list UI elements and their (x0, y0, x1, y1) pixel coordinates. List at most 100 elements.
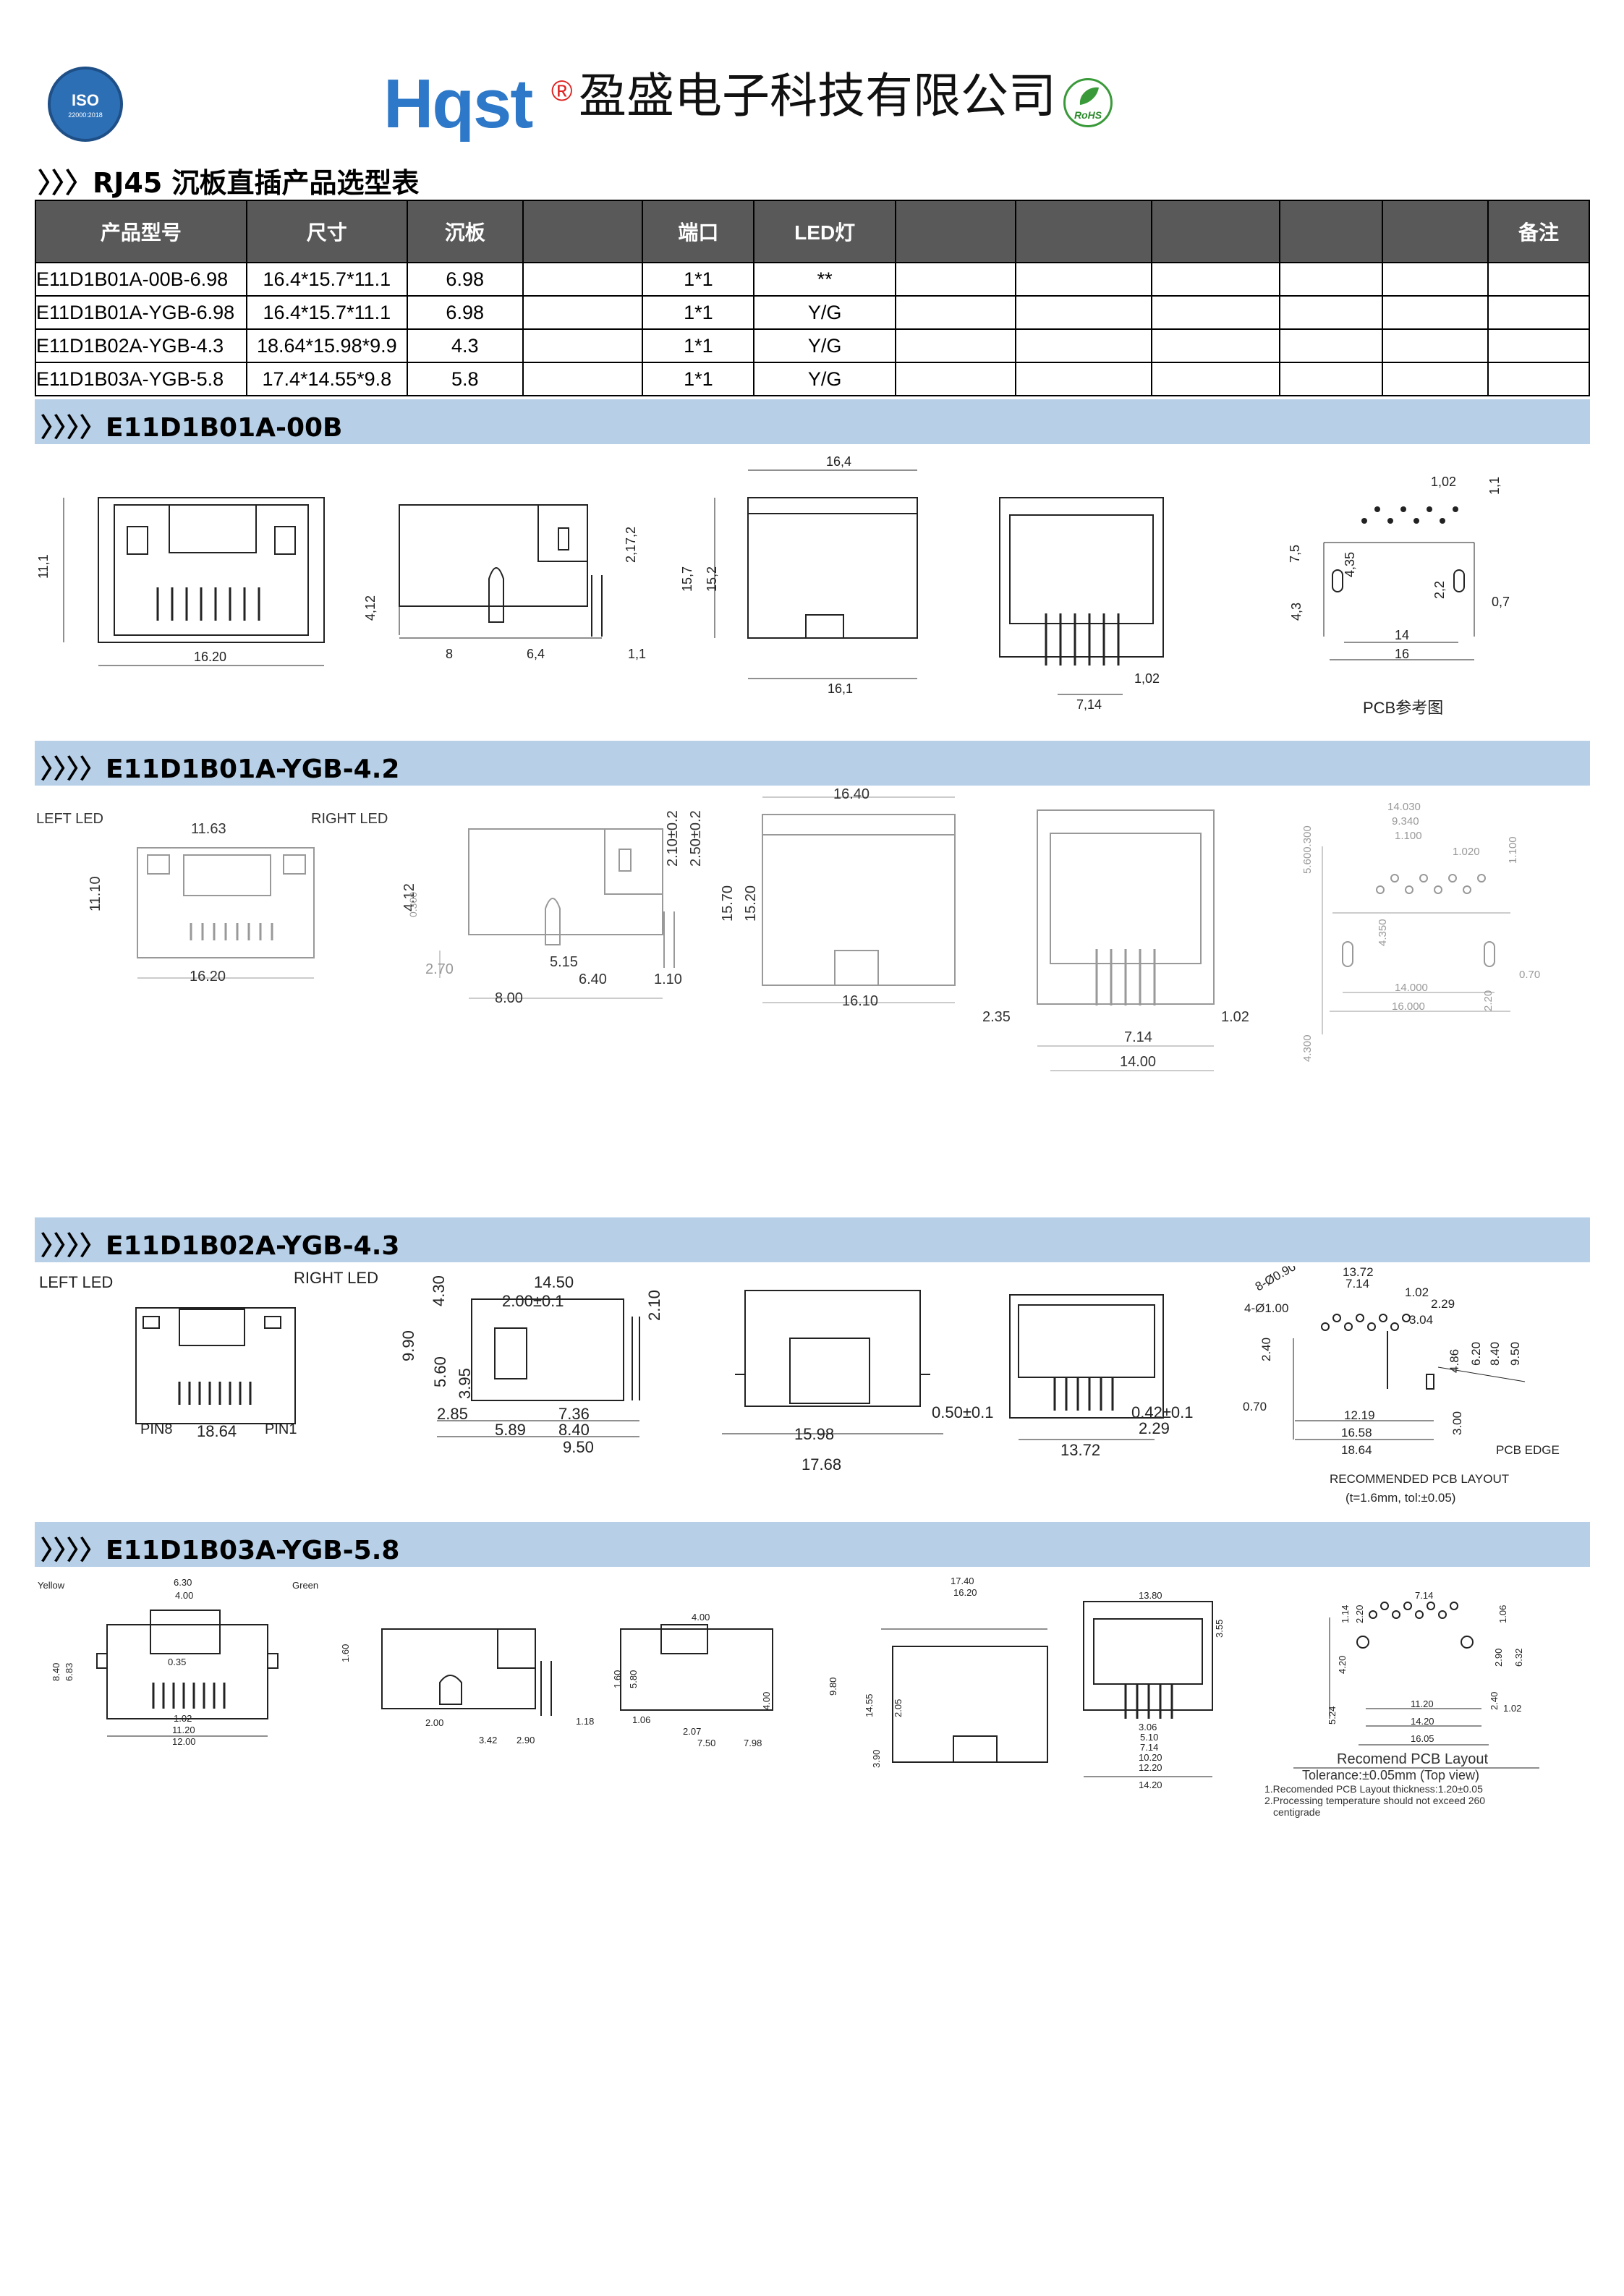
dim-label: 3.55 (1214, 1620, 1225, 1638)
dim-label: 1,02 (1134, 671, 1160, 686)
left-led-label: LEFT LED (39, 1273, 113, 1291)
table-cell: E11D1B01A-00B-6.98 (35, 262, 247, 297)
dim-label: 14.030 (1387, 801, 1421, 813)
dim-label: 2.85 (437, 1405, 468, 1423)
pcb-reference-label: PCB参考图 (1363, 699, 1443, 717)
dim-label: 2,2 (1432, 581, 1447, 599)
company-name: 盈盛电子科技有限公司 (579, 68, 1056, 124)
dim-label: 12.00 (172, 1736, 196, 1747)
dim-label: 5.60 (431, 1356, 449, 1387)
dim-label: 2.10±0.2 (665, 810, 681, 867)
dim-label: 12.20 (1139, 1762, 1162, 1773)
dim-label: 7.14 (1345, 1277, 1369, 1291)
table-cell: 1*1 (642, 295, 755, 330)
table-cell: Y/G (753, 328, 897, 363)
dim-label: 2.10 (645, 1290, 663, 1321)
dim-label: 1,1 (628, 647, 646, 661)
dim-label: 18.64 (1341, 1443, 1372, 1457)
pcb-note: 2.Processing temperature should not exce… (1264, 1795, 1485, 1806)
col-header: 尺寸 (245, 200, 408, 263)
table-cell: 16.4*15.7*11.1 (245, 262, 408, 297)
dim-label: 9.80 (828, 1678, 838, 1696)
section2-drawings: LEFT LED RIGHT LED 11.63 11.10 16.20 4.1… (36, 788, 1540, 1071)
dim-label: 2.07 (683, 1726, 701, 1737)
section-header: 〉〉〉〉E11D1B01A-00B (35, 399, 1590, 444)
dim-label: 4,12 (363, 595, 378, 621)
table-cell (1382, 362, 1489, 396)
left-led-label: LEFT LED (36, 811, 103, 827)
leaf-icon (1079, 87, 1099, 105)
dim-label: 5.600.300 (1301, 825, 1314, 874)
table-cell (522, 328, 644, 363)
dim-label: 11.20 (1411, 1698, 1434, 1709)
dim-label: 15,2 (705, 566, 719, 592)
dim-label: 4.300 (1301, 1034, 1314, 1062)
table-cell: 4.3 (406, 328, 524, 363)
table-cell: 17.4*14.55*9.8 (245, 362, 408, 396)
dim-label: 16.05 (1411, 1733, 1434, 1744)
dim-label: 16 (1395, 647, 1409, 661)
col-header (1279, 200, 1384, 263)
table-cell: 5.8 (406, 362, 524, 396)
dim-label: 16.58 (1341, 1426, 1372, 1440)
dim-label: 5.89 (495, 1421, 526, 1439)
dim-label: 1.18 (576, 1716, 594, 1727)
dim-label: 8 (446, 647, 453, 661)
dim-label: 4,3 (1289, 603, 1304, 621)
dim-label: 0,7 (1492, 595, 1510, 609)
dim-label: 7.50 (697, 1738, 715, 1748)
dim-label: 5.24 (1327, 1706, 1338, 1725)
pcb-edge-label: PCB EDGE (1496, 1443, 1560, 1457)
dim-label: 15,7 (680, 566, 694, 592)
table-cell (1279, 362, 1384, 396)
dim-label: 11,1 (36, 554, 51, 579)
dim-label: 2.90 (516, 1735, 535, 1746)
dim-label: 2.40 (1489, 1692, 1500, 1710)
dim-label: 1.02 (174, 1713, 192, 1724)
dim-label: 16,1 (828, 681, 853, 696)
dim-label: 7.14 (1124, 1029, 1152, 1045)
dim-label: 1.02 (1503, 1703, 1521, 1714)
dim-label: 0.35 (168, 1657, 186, 1667)
col-header: 沉板 (406, 200, 524, 263)
section-header: 〉〉〉〉E11D1B01A-YGB-4.2 (35, 741, 1590, 786)
dim-label: 7.36 (558, 1405, 590, 1423)
section-header: 〉〉〉〉E11D1B03A-YGB-5.8 (35, 1522, 1590, 1567)
dim-label: 9.50 (1508, 1342, 1522, 1366)
table-cell (1487, 262, 1590, 297)
dim-label: 2.40 (1259, 1338, 1273, 1361)
dim-label: 14.50 (534, 1273, 574, 1291)
dim-label: 9.50 (563, 1438, 594, 1456)
dim-label: 6.83 (64, 1663, 75, 1681)
dim-label: 14.000 (1395, 982, 1428, 994)
col-header (895, 200, 1016, 263)
dim-label: 14.55 (864, 1693, 875, 1717)
dim-label: 4-Ø1.00 (1244, 1301, 1288, 1315)
dim-label: 4.00 (175, 1590, 193, 1601)
dim-label: 2.20 (1354, 1605, 1365, 1623)
table-cell (1487, 328, 1590, 363)
col-header: 备注 (1487, 200, 1590, 263)
col-header: 端口 (642, 200, 755, 263)
dim-label: 4.20 (1337, 1656, 1348, 1674)
dim-label: 14.20 (1139, 1780, 1162, 1790)
table-cell (1014, 295, 1152, 330)
table-cell (1150, 328, 1281, 363)
dim-label: 4.12 (401, 883, 417, 911)
dim-label: 14.20 (1411, 1716, 1434, 1727)
table-cell: 18.64*15.98*9.9 (245, 328, 408, 363)
col-header (1014, 200, 1152, 263)
dim-label: 2.50±0.2 (688, 810, 704, 867)
dim-label: 1.02 (1405, 1285, 1429, 1299)
table-cell (1382, 328, 1489, 363)
table-cell (1279, 295, 1384, 330)
table-cell (1487, 295, 1590, 330)
dim-label: 16.40 (833, 788, 870, 802)
table-cell (895, 262, 1016, 297)
table-cell: E11D1B02A-YGB-4.3 (35, 328, 247, 363)
table-cell: 16.4*15.7*11.1 (245, 295, 408, 330)
table-header-row: 产品型号 尺寸 沉板 端口 LED灯 备注 (35, 200, 1590, 263)
pcb-note: 1.Recomended PCB Layout thickness:1.20±0… (1264, 1783, 1483, 1795)
